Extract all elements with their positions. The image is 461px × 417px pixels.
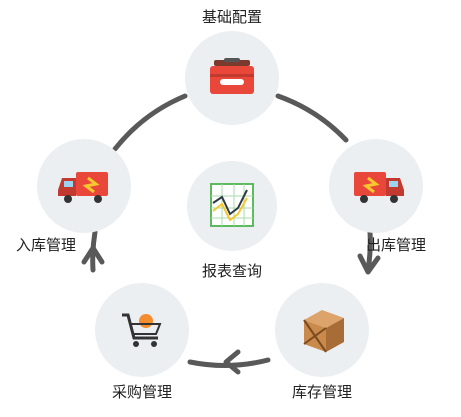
node-report-label: 报表查询 [202,262,262,280]
cycle-arrows [81,245,381,375]
node-outbound[interactable] [329,139,423,233]
arrow-left-bottom [223,349,241,375]
node-purchase[interactable] [95,283,189,377]
delivery-truck-icon [58,172,108,203]
arrow-up-left [81,245,105,265]
delivery-truck-icon [354,172,404,203]
crate-icon [303,310,344,353]
node-outbound-label: 出库管理 [366,236,426,254]
arrow-down-right [357,253,381,275]
node-basic-config[interactable] [185,31,279,125]
node-inbound[interactable] [37,139,131,233]
node-inventory[interactable] [275,283,369,377]
node-basic-label: 基础配置 [202,8,262,26]
node-inventory-label: 库存管理 [292,383,352,401]
line-chart-icon [210,183,254,227]
shopping-cart-icon [122,313,162,347]
node-purchase-label: 采购管理 [112,383,172,401]
toolbox-icon [210,58,254,94]
node-inbound-label: 入库管理 [16,236,76,254]
node-report[interactable] [187,161,277,251]
